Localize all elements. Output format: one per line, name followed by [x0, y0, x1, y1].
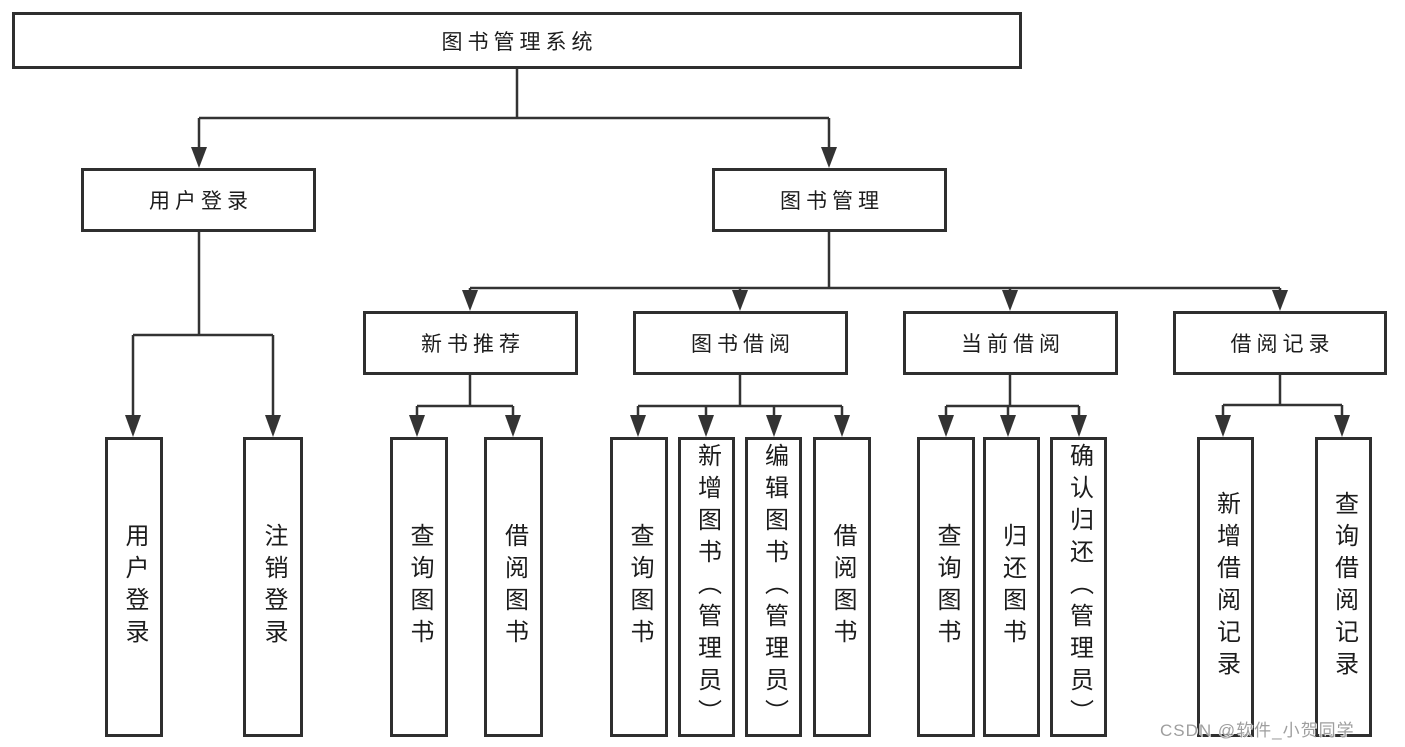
leaf-logout-label: 注销登录: [260, 523, 287, 651]
leaf-logout: 注销登录: [243, 437, 303, 737]
node-new-book-recommend: 新书推荐: [363, 311, 578, 375]
leaf-current-confirm-return-admin: 确认归还（管理员）: [1050, 437, 1107, 737]
leaf-current-return-books-label: 归还图书: [998, 523, 1026, 651]
node-system-root: 图书管理系统: [12, 12, 1022, 69]
leaf-borrow-edit-books-admin-label: 编辑图书（管理员）: [760, 443, 788, 731]
leaf-user-login-label: 用户登录: [121, 523, 148, 651]
node-book-borrow: 图书借阅: [633, 311, 848, 375]
leaf-records-query-record: 查询借阅记录: [1315, 437, 1372, 737]
leaf-recommend-query-books: 查询图书: [390, 437, 448, 737]
node-new-book-recommend-label: 新书推荐: [421, 333, 525, 356]
leaf-records-add-record: 新增借阅记录: [1197, 437, 1254, 737]
leaf-borrow-query-books: 查询图书: [610, 437, 668, 737]
csdn-watermark: CSDN @软件_小贺同学: [1160, 721, 1355, 740]
leaf-borrow-edit-books-admin: 编辑图书（管理员）: [745, 437, 802, 737]
node-user-login-label: 用户登录: [149, 190, 253, 213]
leaf-borrow-query-books-label: 查询图书: [626, 523, 653, 651]
leaf-user-login: 用户登录: [105, 437, 163, 737]
leaf-recommend-borrow-books: 借阅图书: [484, 437, 543, 737]
leaf-current-return-books: 归还图书: [983, 437, 1040, 737]
leaf-current-query-books: 查询图书: [917, 437, 975, 737]
node-system-root-label: 图书管理系统: [441, 30, 598, 54]
node-borrow-records: 借阅记录: [1173, 311, 1387, 375]
leaf-borrow-add-books-admin: 新增图书（管理员）: [678, 437, 735, 737]
node-current-borrow: 当前借阅: [903, 311, 1118, 375]
node-book-management-label: 图书管理: [780, 190, 884, 213]
leaf-borrow-borrow-books-label: 借阅图书: [829, 523, 856, 651]
node-borrow-records-label: 借阅记录: [1230, 333, 1335, 356]
node-book-borrow-label: 图书借阅: [691, 333, 795, 356]
leaf-current-confirm-return-admin-label: 确认归还（管理员）: [1065, 443, 1093, 731]
node-current-borrow-label: 当前借阅: [961, 333, 1065, 356]
leaf-recommend-borrow-books-label: 借阅图书: [500, 523, 528, 651]
leaf-current-query-books-label: 查询图书: [933, 523, 960, 651]
node-book-management: 图书管理: [712, 168, 947, 232]
leaf-borrow-borrow-books: 借阅图书: [813, 437, 871, 737]
leaf-records-add-record-label: 新增借阅记录: [1212, 491, 1240, 683]
leaf-borrow-add-books-admin-label: 新增图书（管理员）: [693, 443, 721, 731]
leaf-recommend-query-books-label: 查询图书: [406, 523, 433, 651]
leaf-records-query-record-label: 查询借阅记录: [1330, 491, 1358, 683]
node-user-login: 用户登录: [81, 168, 316, 232]
